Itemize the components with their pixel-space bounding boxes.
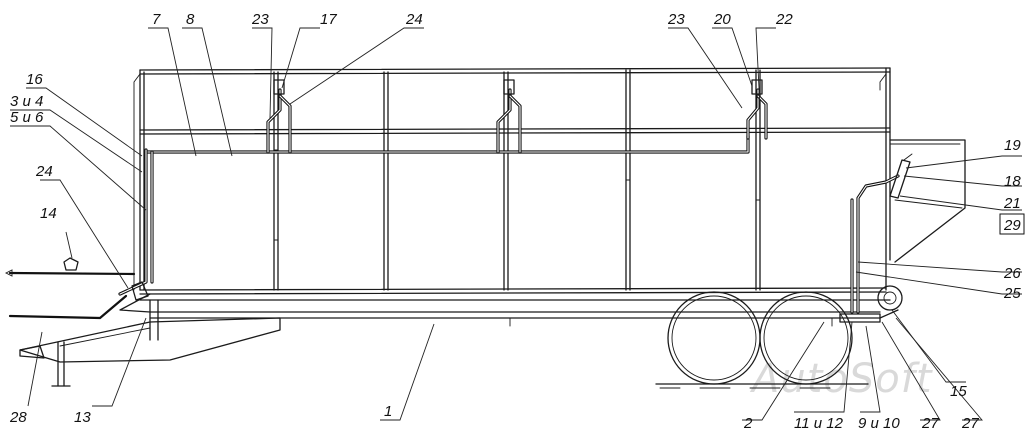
ground-line — [655, 383, 869, 389]
callout-29: 29 — [1003, 217, 1021, 234]
drawbar — [19, 317, 281, 363]
callout-19: 19 — [1004, 137, 1021, 154]
callout-17: 17 — [320, 11, 337, 28]
callout-15: 15 — [950, 383, 967, 400]
callout-26: 26 — [1003, 265, 1021, 282]
callout-3-and-4: 3 и 4 — [10, 93, 43, 110]
brake-chamber — [839, 285, 903, 323]
callout-27-left: 27 — [921, 415, 939, 432]
main-brake-line — [144, 134, 750, 154]
trailer-body — [133, 67, 966, 295]
callout-18: 18 — [1004, 173, 1021, 190]
callout-21: 21 — [1003, 195, 1021, 212]
chassis-frame — [119, 293, 891, 341]
fitting-coupling — [131, 281, 149, 301]
hose-to-tractor — [4, 269, 136, 320]
watermark: AutoSoft — [749, 356, 933, 402]
callout-13: 13 — [74, 409, 91, 426]
callout-9-and-10: 9 и 10 — [858, 415, 900, 432]
rear-valve — [889, 153, 913, 199]
callout-2: 2 — [743, 415, 753, 432]
callout-labels: 7 8 23 17 24 23 20 22 16 3 и 4 5 и 6 24 … — [9, 11, 1025, 432]
front-vertical-line — [118, 148, 154, 296]
callout-25: 25 — [1003, 285, 1021, 302]
callout-28: 28 — [9, 409, 27, 426]
fitting-front — [63, 257, 79, 271]
callout-20: 20 — [713, 11, 731, 28]
callout-22: 22 — [775, 11, 793, 28]
jack-stand — [51, 341, 71, 387]
callout-24-left: 24 — [35, 163, 53, 180]
callout-1: 1 — [384, 403, 392, 420]
callout-16: 16 — [26, 71, 43, 88]
brake-valve-left — [266, 79, 292, 154]
callout-29-box — [999, 213, 1025, 235]
callout-7: 7 — [152, 11, 161, 28]
callout-23-right: 23 — [667, 11, 685, 28]
wheel-front — [667, 291, 761, 385]
brake-valve-right — [746, 79, 768, 140]
brake-valve-middle — [496, 79, 522, 154]
callout-24-top: 24 — [405, 11, 423, 28]
callout-14: 14 — [40, 205, 57, 222]
callout-5-and-6: 5 и 6 — [10, 109, 44, 126]
callout-27-right: 27 — [961, 415, 979, 432]
rear-brake-line — [850, 174, 900, 314]
callout-8: 8 — [186, 11, 195, 28]
leader-lines — [10, 27, 1022, 421]
callout-11-and-12: 11 и 12 — [794, 415, 844, 432]
callout-23-left: 23 — [251, 11, 269, 28]
